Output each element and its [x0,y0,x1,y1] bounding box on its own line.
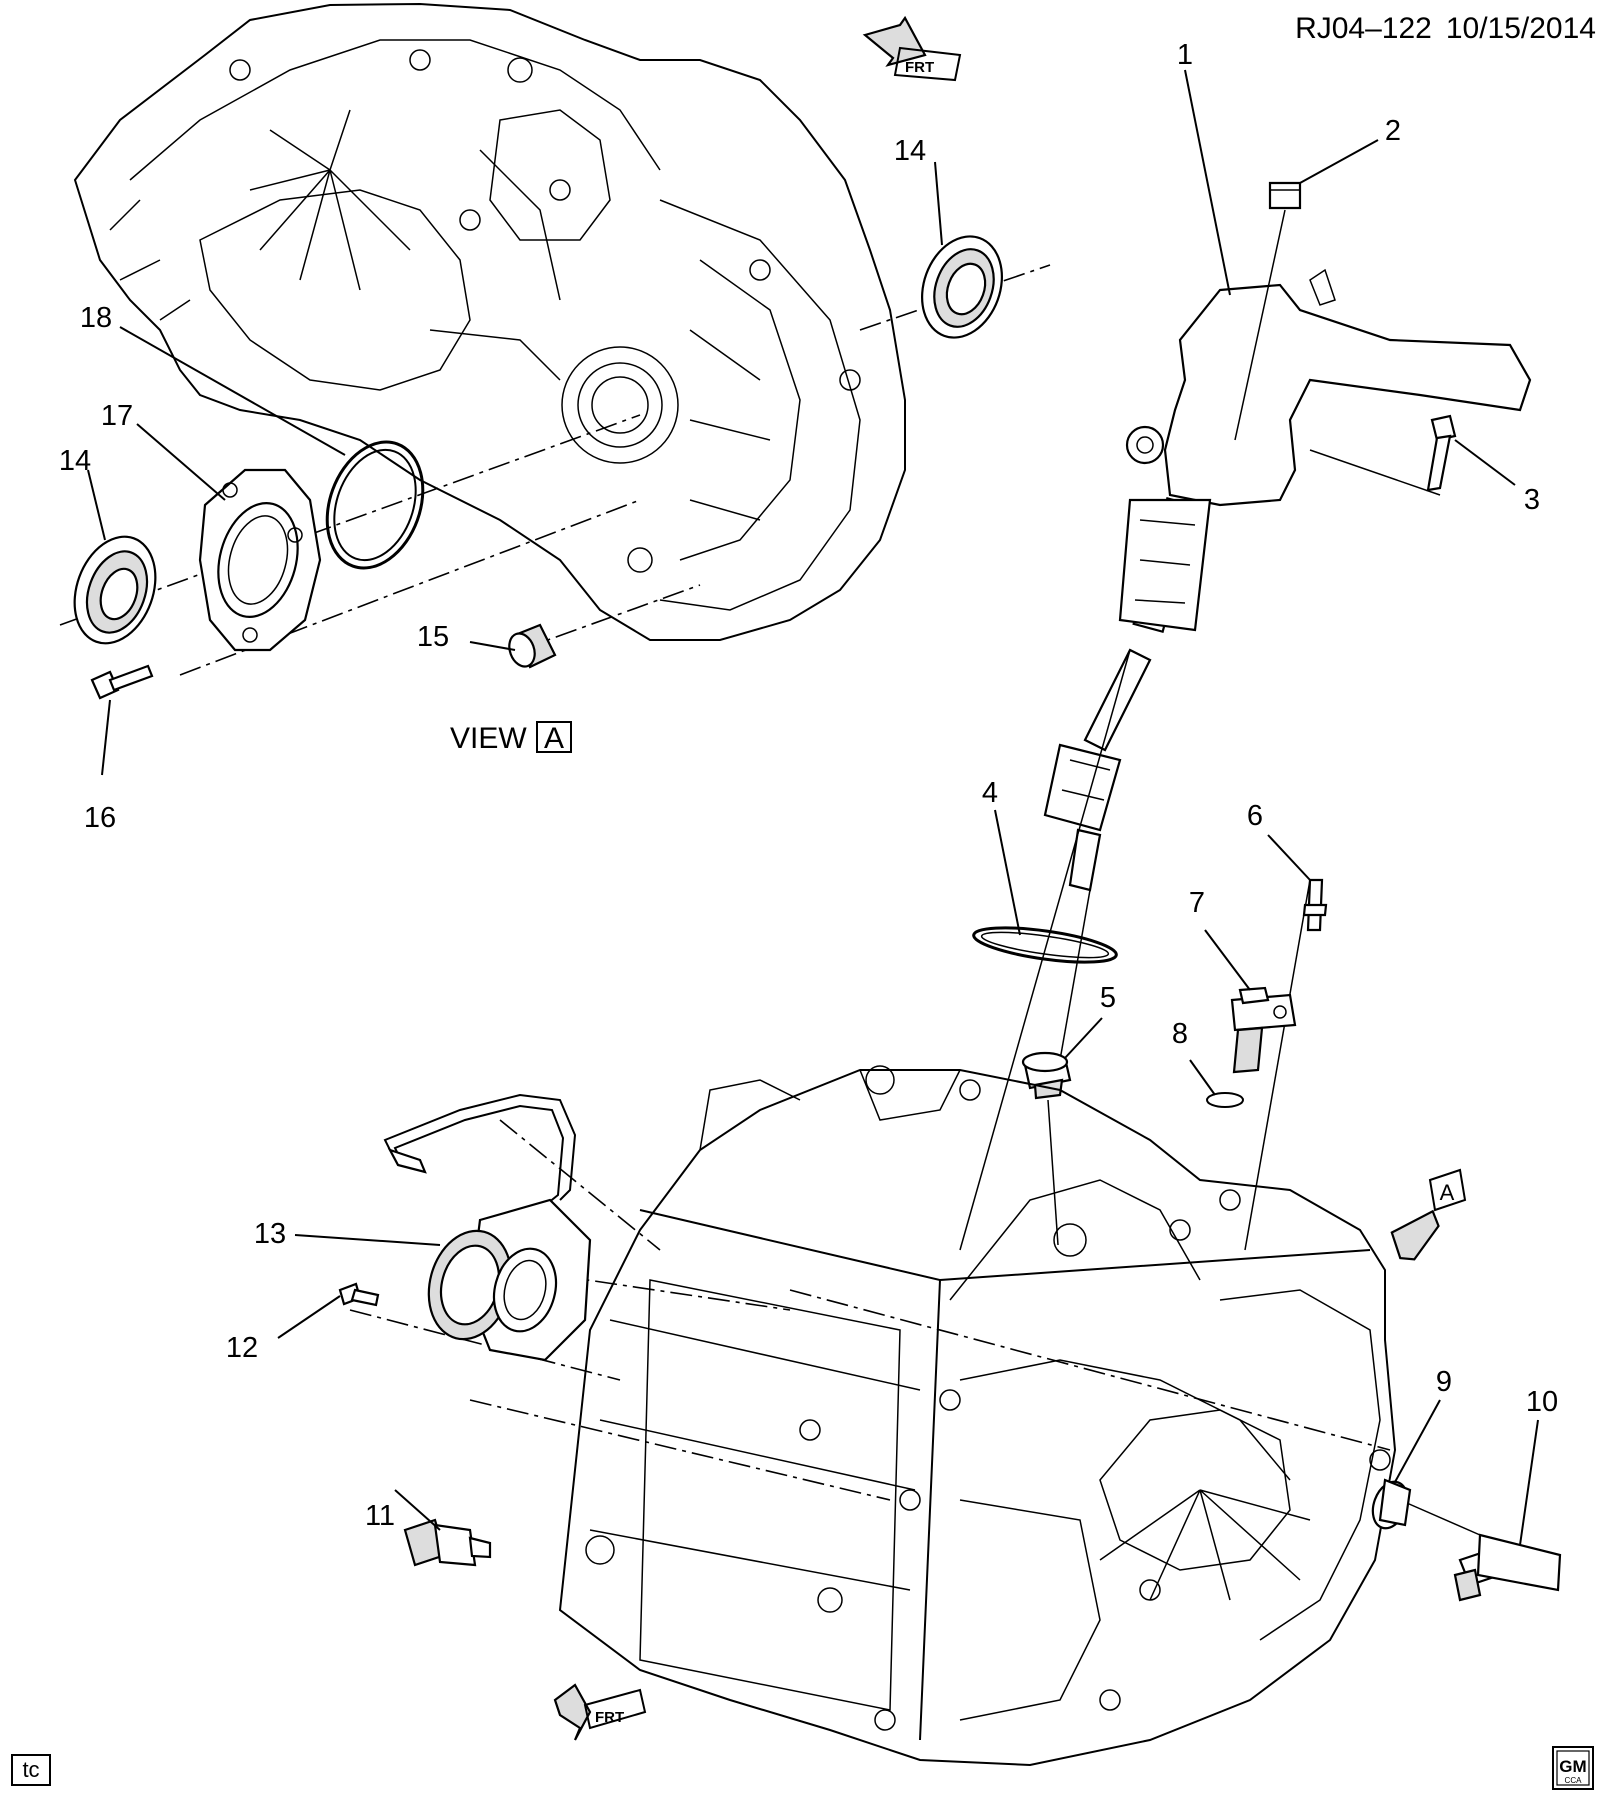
callout-17: 17 [101,400,133,432]
callout-2: 2 [1385,115,1401,147]
callout-14-upper: 14 [894,135,926,167]
callout-18: 18 [80,302,112,334]
upper-transmission-housing [73,2,906,641]
sensor-10 [1453,1533,1562,1602]
callout-10: 10 [1526,1386,1558,1418]
gm-logo-brand: GM [1559,1757,1586,1776]
slave-cylinder-13 [427,1198,592,1362]
o-ring-18 [325,440,425,570]
callout-13: 13 [254,1218,286,1250]
view-label-letter: A [544,722,564,755]
lower-transmission-housing [558,1065,1397,1767]
callout-7: 7 [1189,887,1205,919]
diagram-header: RJ04–122 10/15/2014 [1295,12,1596,45]
corner-tag: tc [11,1754,51,1786]
seal-14-upper [921,235,1003,339]
shift-axis-lines [959,209,1441,1251]
view-a-arrow-letter: A [1440,1180,1455,1205]
shift-control-1 [1043,268,1532,892]
switch-11 [403,1518,492,1567]
sensor-7 [1230,986,1297,1074]
front-arrow-top: FRT [862,15,962,82]
bolt-3 [1426,414,1457,492]
view-a-arrow: A [1390,1168,1467,1261]
callout-4: 4 [982,777,998,809]
front-arrow-bottom: FRT [553,1683,647,1741]
cap-2 [1268,181,1302,210]
bearing-retainer-17 [198,468,322,652]
callout-11: 11 [365,1500,395,1532]
gm-logo: GM CCA [1552,1746,1594,1790]
bolt-12 [338,1282,380,1307]
stud-6 [1302,878,1328,932]
callout-15: 15 [417,621,449,653]
o-ring-8 [1206,1092,1244,1108]
callout-16: 16 [84,802,116,834]
front-arrow-top-text: FRT [905,59,934,76]
diagram-code: RJ04–122 [1295,12,1432,45]
front-arrow-bottom-text: FRT [595,1709,624,1726]
o-ring-4 [972,926,1118,964]
gm-logo-sub: CCA [1565,1776,1583,1785]
callout-12: 12 [226,1332,258,1364]
leader-lines [87,69,1539,1546]
diagram-date: 10/15/2014 [1446,12,1596,45]
callout-8: 8 [1172,1018,1188,1050]
bolt-16 [90,664,154,700]
callout-3: 3 [1524,484,1540,516]
callout-5: 5 [1100,982,1116,1014]
hydraulic-line [383,1093,577,1204]
view-a-label: VIEW A [450,721,572,755]
callout-6: 6 [1247,800,1263,832]
callout-labels: 1 2 3 4 5 6 7 8 9 10 11 12 13 14 14 15 1… [59,39,1558,1532]
callout-1: 1 [1177,39,1193,71]
plug-15 [508,623,557,669]
plug-5 [1021,1051,1072,1246]
retainer-9 [1371,1478,1412,1530]
callout-14-left: 14 [59,445,91,477]
corner-tag-text: tc [22,1757,39,1782]
view-label-text: VIEW [450,722,527,755]
seal-14-left [73,535,157,645]
callout-9: 9 [1436,1366,1452,1398]
